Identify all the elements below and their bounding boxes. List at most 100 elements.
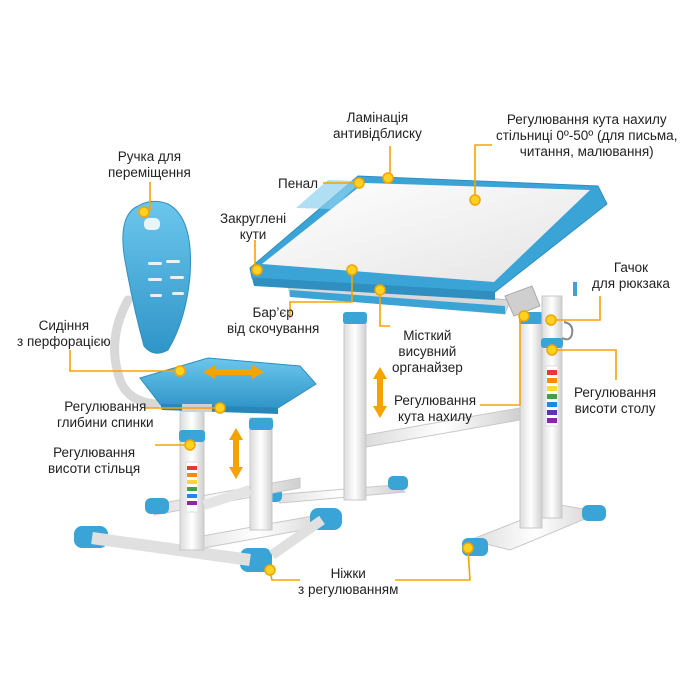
line-tilt-angle <box>474 144 492 198</box>
chair-backrest-bar <box>110 295 161 409</box>
label-chair-height-line2: висоти стільця <box>48 461 141 476</box>
marker-table-height <box>546 344 558 356</box>
label-rounded-corners-line1: Закруглені <box>220 211 287 226</box>
label-lamination-line2: антивідблиску <box>333 126 422 141</box>
label-back-depth-line1: Регулювання <box>64 399 147 414</box>
marker-back-depth <box>214 402 226 414</box>
desk-foot-back-right <box>388 476 408 490</box>
label-anti-slip-barrier: Бар’єр від скочування <box>227 305 319 337</box>
label-pencil-case: Пенал <box>278 176 318 192</box>
desk-front-edge <box>252 278 495 300</box>
line-drawer <box>379 292 390 327</box>
label-tilt-adjust: Регулювання кута нахилу <box>394 393 476 425</box>
label-drawer-line1: Місткий <box>403 328 452 343</box>
desk-drawer-front <box>290 290 505 314</box>
seat-depth-arrow <box>203 365 264 379</box>
desk-leg-left <box>343 319 367 501</box>
label-table-height: Регулювання висоти столу <box>574 385 656 417</box>
marker-feet-left <box>264 564 276 576</box>
chair-leg-right-collar <box>249 418 273 430</box>
label-seat-line2: з перфорацією <box>17 334 111 349</box>
line-bag-hook <box>552 296 601 321</box>
marker-tilt-angle <box>469 194 481 206</box>
bag-hook-illustration <box>561 321 574 341</box>
marker-pencil-case <box>353 177 365 189</box>
line-barrier <box>289 272 353 318</box>
marker-feet-right <box>462 542 474 554</box>
chair-leg-left-collar <box>179 430 205 442</box>
marker-tilt <box>518 310 530 322</box>
desk-foot-front-right <box>582 505 606 521</box>
desk-knob <box>573 282 577 296</box>
adjust-arrows <box>203 365 387 479</box>
marker-chair-height <box>184 439 196 451</box>
line-feet-right <box>395 549 471 581</box>
chair-crossbar <box>202 485 252 510</box>
label-rounded-corners-line2: кути <box>239 227 267 242</box>
label-handle: Ручка для переміщення <box>108 149 191 181</box>
marker-handle <box>138 206 150 218</box>
marker-lamination <box>382 172 394 184</box>
label-tilt-line2: кута нахилу <box>398 409 473 424</box>
label-tilt-angle-line1: Регулювання кута нахилу <box>506 112 667 127</box>
label-drawer: Місткий висувний органайзер <box>392 328 463 376</box>
label-tilt-angle-line3: читання, малювання) <box>519 144 654 159</box>
label-seat-line1: Сидіння <box>38 318 90 333</box>
label-rounded-corners: Закруглені кути <box>220 211 286 243</box>
desk-tabletop-surface <box>262 183 590 282</box>
chair-height-arrow <box>229 428 243 479</box>
chair-backrest-handle <box>144 218 160 230</box>
label-seat: Сидіння з перфорацією <box>17 318 111 350</box>
label-bag-hook: Гачок для рюкзака <box>592 260 670 292</box>
label-barrier-line2: від скочування <box>227 321 320 336</box>
chair-height-scale <box>185 461 199 513</box>
line-table-height <box>554 349 617 380</box>
label-table-height-line2: висоти столу <box>574 401 656 416</box>
chair-leg-right <box>249 417 273 531</box>
chair-foot-1 <box>145 498 169 514</box>
callout-lines <box>69 144 617 581</box>
marker-barrier <box>346 264 358 276</box>
markers <box>138 172 558 576</box>
chair-backrest <box>122 200 191 354</box>
label-lamination: Ламінація антивідблиску <box>333 110 422 142</box>
label-back-depth: Регулювання глибини спинки <box>57 399 154 431</box>
desk-height-scale <box>545 365 559 427</box>
label-tilt-angle-line2: стільниці 0º-50º (для письма, <box>496 128 678 143</box>
desk <box>249 175 608 556</box>
label-tilt-angle-adjust: Регулювання кута нахилу стільниці 0º-50º… <box>496 112 677 160</box>
chair-backrest-perforation <box>148 260 184 297</box>
label-tilt-line1: Регулювання <box>394 393 477 408</box>
chair-side-base-right <box>269 515 325 560</box>
label-chair-height: Регулювання висоти стільця <box>48 445 140 477</box>
marker-rounded-corners <box>251 264 263 276</box>
chair-side-base-left <box>91 532 251 566</box>
label-back-depth-line2: глибини спинки <box>57 415 154 430</box>
chair-seat <box>139 357 317 409</box>
desk-leg-left-collar <box>343 312 367 324</box>
pencil-tray <box>296 180 362 209</box>
line-seat <box>69 350 178 372</box>
desk-height-arrow <box>373 367 387 418</box>
desk-leg-right-front <box>519 317 543 529</box>
marker-drawer <box>374 284 386 296</box>
label-handle-line2: переміщення <box>108 165 191 180</box>
label-barrier-line1: Бар’єр <box>252 305 294 320</box>
tilt-bracket <box>504 285 541 317</box>
label-table-height-line1: Регулювання <box>574 385 657 400</box>
label-bag-hook-line1: Гачок <box>613 260 649 275</box>
label-drawer-line2: висувний <box>398 344 457 359</box>
label-bag-hook-line2: для рюкзака <box>592 276 670 291</box>
label-pencil-case-line1: Пенал <box>278 176 319 191</box>
desk-crossbar <box>365 407 521 448</box>
label-feet: Ніжки з регулюванням <box>298 566 398 598</box>
label-chair-height-line1: Регулювання <box>53 445 136 460</box>
label-feet-line2: з регулюванням <box>298 582 399 597</box>
label-handle-line1: Ручка для <box>117 149 182 164</box>
line-tilt <box>480 318 521 406</box>
marker-seat <box>174 365 186 377</box>
label-lamination-line1: Ламінація <box>346 110 409 125</box>
marker-bag-hook <box>545 314 557 326</box>
desk-leg-right-back-collar <box>541 338 563 348</box>
